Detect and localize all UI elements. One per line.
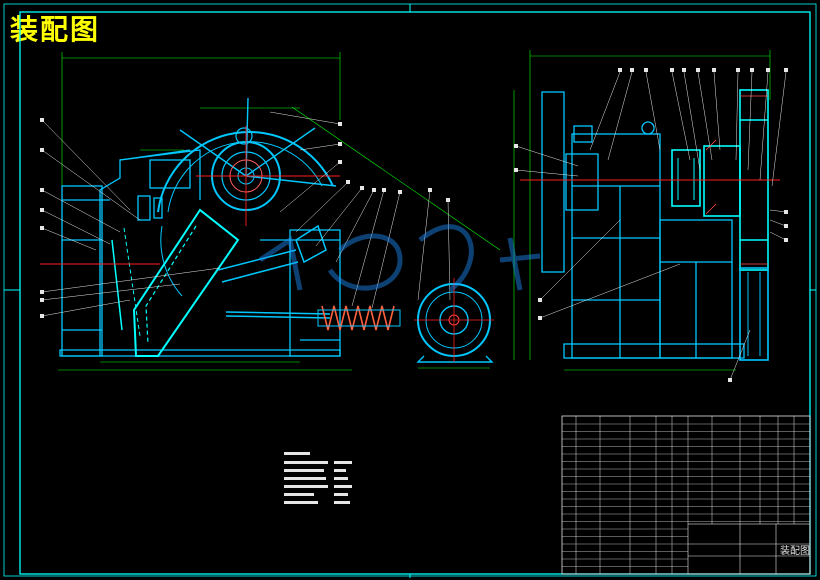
crusher-frame [59,149,341,357]
front-view [40,52,515,371]
front-view-dimensions [58,52,515,371]
tension-spring [317,305,401,331]
drawing-title: 装配图 [10,13,101,46]
front-view-centerlines [40,126,340,265]
drawing-frame [3,3,817,578]
front-view-balloons [40,118,450,318]
technical-notes [284,452,352,504]
side-view-balloons [514,68,788,382]
side-view-hatching [705,95,768,265]
side-view-dimensions [529,50,771,371]
side-view-leaders [515,71,787,381]
swing-jaw [111,208,240,357]
toggle-plate-and-rod [217,224,331,319]
pulley [739,267,769,361]
side-frame [541,91,745,359]
side-view [514,50,788,382]
parts-list-rows [562,423,810,567]
motor [414,278,494,363]
watermark [258,224,541,292]
parts-list [561,415,811,575]
title-block-name: 装配图 [780,544,810,557]
title-block [687,523,811,575]
front-view-leaders [41,111,451,317]
flywheel [157,131,334,297]
